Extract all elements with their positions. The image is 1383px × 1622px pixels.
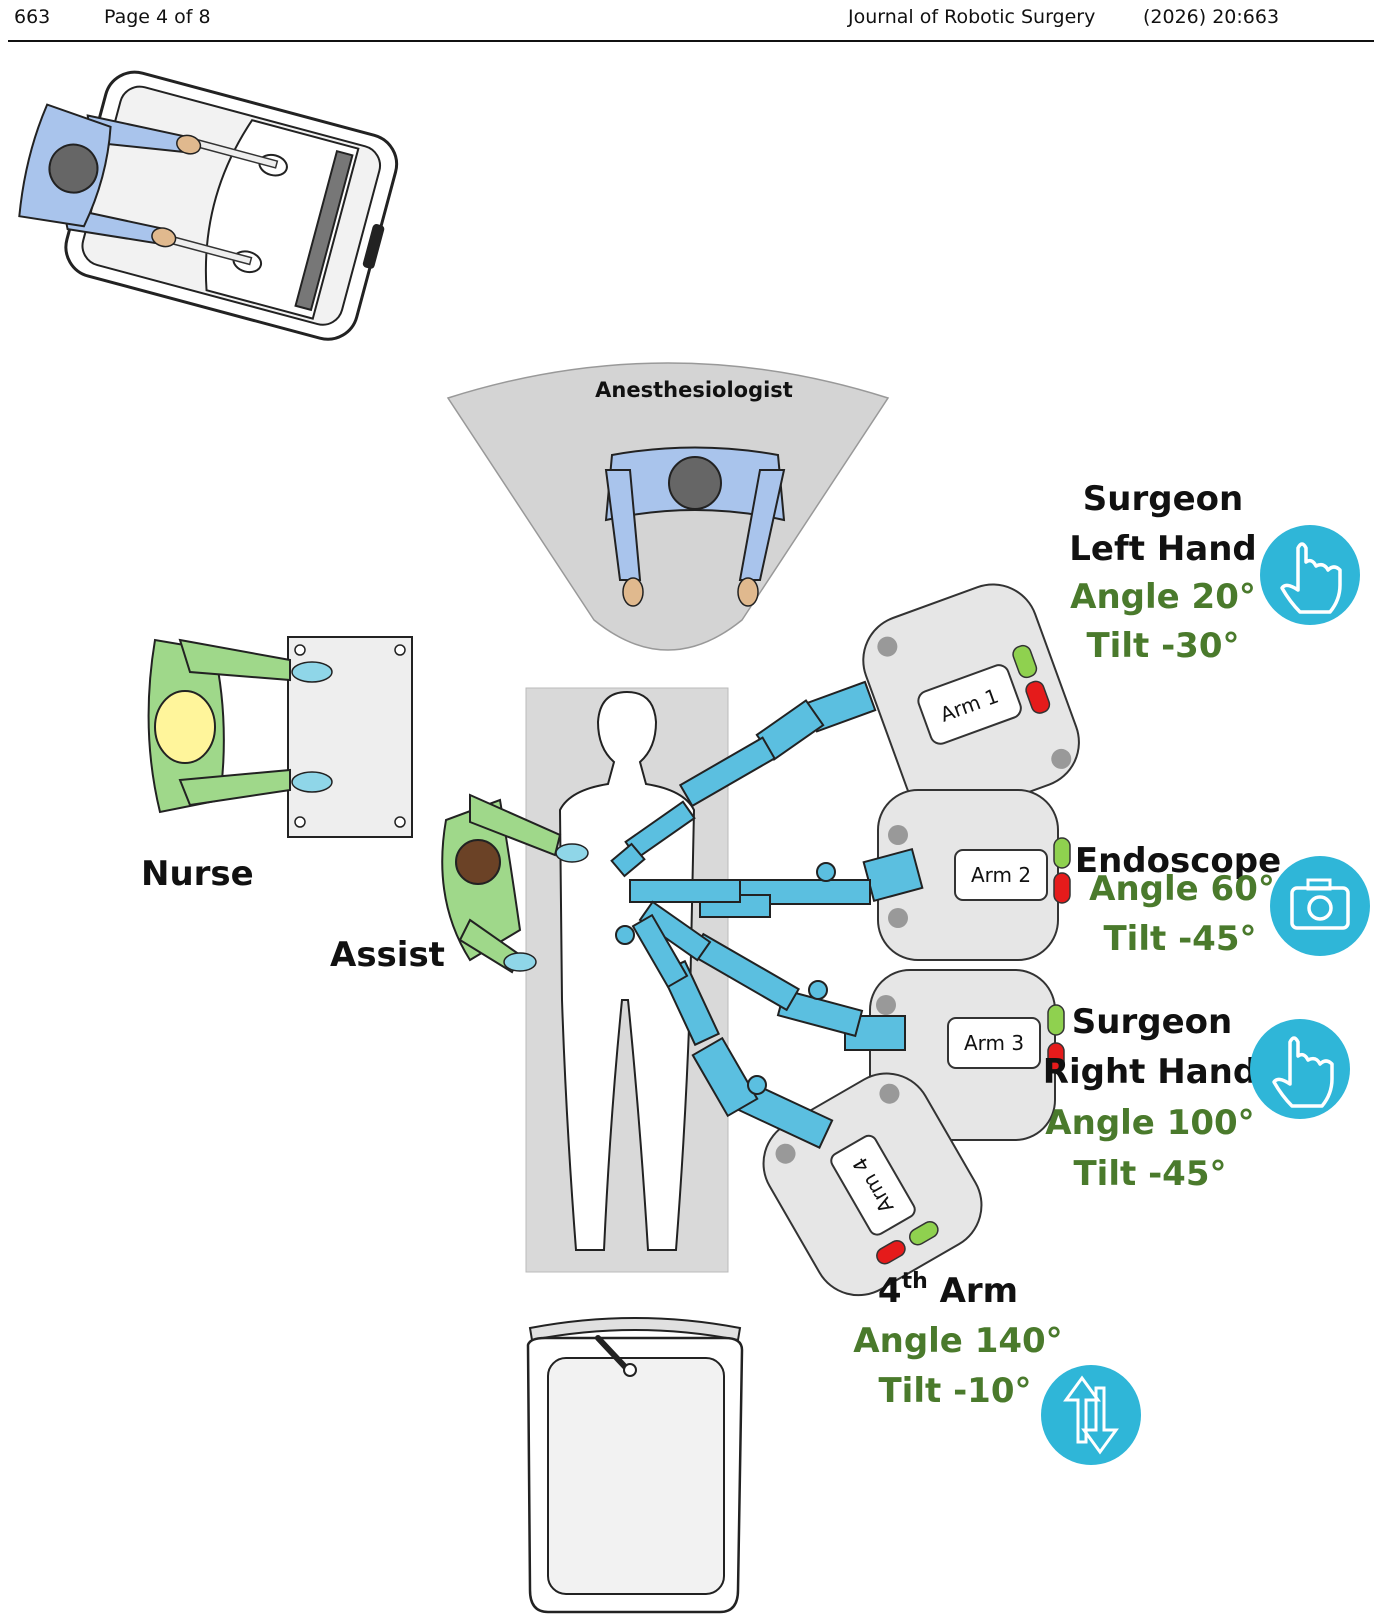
arm-2-label: Arm 2 <box>971 863 1031 887</box>
assist-figure <box>441 793 589 974</box>
up-down-arrows-icon <box>1041 1365 1141 1465</box>
anesthesiologist-area <box>446 362 890 651</box>
fourth-arm-angle: Angle 140° <box>853 1321 1062 1361</box>
anesthesiologist-label: Anesthesiologist <box>595 378 793 402</box>
camera-icon <box>1270 856 1370 956</box>
left-hand-tilt: Tilt -30° <box>1086 626 1239 666</box>
fourth-arm-line1: 4th Arm <box>878 1269 1018 1311</box>
endoscope-tilt: Tilt -45° <box>1103 919 1256 959</box>
nurse-figure <box>147 638 333 814</box>
endoscope-angle: Angle 60° <box>1089 869 1275 909</box>
patient-cart <box>526 1317 744 1614</box>
page-of: Page 4 of 8 <box>104 6 211 28</box>
hand-pointing-right-icon <box>1250 1019 1350 1119</box>
citation: (2026) 20:663 <box>1143 6 1280 28</box>
arm-3-label: Arm 3 <box>964 1031 1024 1055</box>
header-rule <box>8 40 1374 42</box>
arm-1-cart: Arm 1 <box>862 583 1080 820</box>
right-hand-tilt: Tilt -45° <box>1073 1154 1226 1194</box>
robotic-arm-2 <box>629 847 924 918</box>
robotic-arm-3 <box>615 900 906 1051</box>
hand-pointing-icon <box>1260 525 1360 625</box>
journal-title: Journal of Robotic Surgery <box>848 6 1096 28</box>
assist-label: Assist <box>330 935 445 975</box>
arm-2-cart: Arm 2 <box>877 789 1071 961</box>
right-hand-line2: Right Hand <box>1043 1052 1257 1092</box>
right-hand-angle: Angle 100° <box>1045 1103 1254 1143</box>
left-hand-line1: Surgeon <box>1083 479 1243 519</box>
endoscope-line1: Endoscope <box>1075 841 1281 881</box>
left-hand-angle: Angle 20° <box>1070 577 1256 617</box>
surgeon-console <box>18 70 399 341</box>
robotic-arm-4 <box>631 913 834 1149</box>
right-hand-line1: Surgeon <box>1072 1002 1232 1042</box>
nurse-label: Nurse <box>141 854 254 894</box>
left-hand-line2: Left Hand <box>1069 529 1257 569</box>
robotic-arm-1 <box>610 680 877 878</box>
page-number: 663 <box>14 6 51 28</box>
fourth-arm-tilt: Tilt -10° <box>878 1371 1031 1411</box>
page-header: 663 Page 4 of 8 Journal of Robotic Surge… <box>0 0 1383 44</box>
